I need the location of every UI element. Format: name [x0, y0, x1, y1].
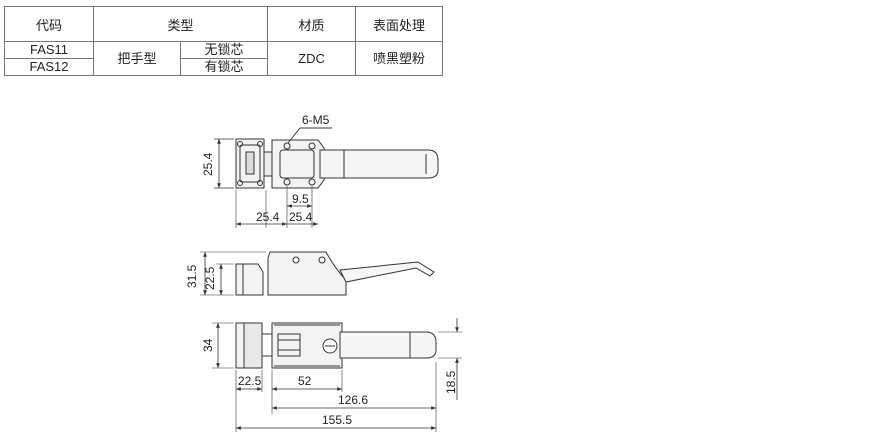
header-code: 代码 — [4, 6, 94, 42]
top-view — [214, 127, 439, 228]
type-main-cell: 把手型 — [93, 41, 181, 76]
dim-base-height: 22.5 — [203, 266, 217, 290]
dim-total-height: 31.5 — [185, 264, 199, 288]
header-surface: 表面处理 — [355, 6, 443, 42]
bottom-view — [212, 318, 462, 432]
side-view — [200, 251, 435, 296]
header-type: 类型 — [93, 6, 268, 42]
dim-top-height: 25.4 — [201, 152, 215, 176]
surface-cell: 喷黑塑粉 — [355, 41, 443, 76]
dim-offset: 9.5 — [292, 192, 309, 206]
table-header-row: 代码 类型 材质 表面处理 — [4, 6, 443, 42]
type-sub-cell: 无锁芯 — [180, 41, 268, 59]
dim-handle-length: 126.6 — [338, 393, 368, 407]
table-row: FAS12 有锁芯 — [4, 58, 443, 76]
dim-bottom-height: 34 — [201, 338, 215, 352]
dim-total-length: 155.5 — [322, 413, 352, 427]
dim-pitch-right: 25.4 — [289, 210, 313, 224]
hole-label: 6-M5 — [302, 113, 330, 127]
dim-base-width: 22.5 — [238, 374, 262, 388]
dim-body-width: 52 — [298, 374, 312, 388]
material-cell: ZDC — [267, 41, 356, 76]
spec-table: 代码 类型 材质 表面处理 FAS11 把手型 无锁芯 ZDC 喷黑塑粉 FAS… — [4, 6, 443, 76]
code-cell: FAS12 — [4, 58, 94, 76]
dim-offset-height: 18.5 — [444, 370, 458, 394]
dim-pitch-left: 25.4 — [256, 210, 280, 224]
type-sub-cell: 有锁芯 — [180, 58, 268, 76]
table-row: FAS11 把手型 无锁芯 ZDC 喷黑塑粉 — [4, 41, 443, 76]
